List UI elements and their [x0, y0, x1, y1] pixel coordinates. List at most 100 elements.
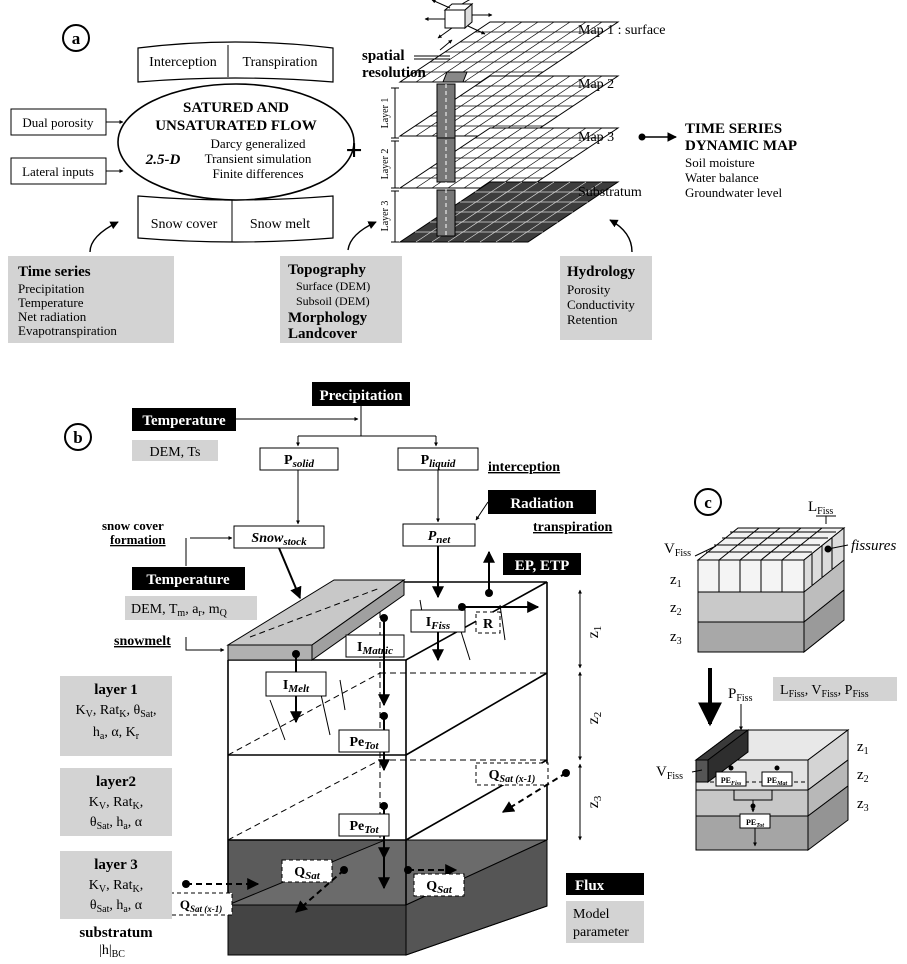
snowstock-to-slab — [278, 547, 302, 600]
legend-model-swatch — [566, 901, 644, 943]
i-fiss-label: IFiss — [426, 615, 450, 632]
panel-b-label-circle — [64, 423, 92, 451]
lateral-inputs-box — [10, 157, 107, 185]
radiation-arrow — [475, 501, 489, 521]
pnet-label: Pnet — [428, 529, 452, 546]
map2-label: Map 2 — [578, 77, 614, 92]
panel-c: c LFiss — [656, 488, 897, 851]
spatial-pointer-arrow — [439, 39, 453, 51]
i-matric-box — [345, 634, 405, 658]
v-fiss-lower-pointer — [691, 769, 703, 773]
core-line-3: Finite differences — [212, 166, 303, 181]
layer-3-line-2: θSat, ha, α — [90, 898, 143, 915]
dem-ts-param — [132, 440, 218, 461]
legend-model-line-2: parameter — [573, 925, 629, 940]
panel-a: a Interception Transpiration Snow cover … — [8, 0, 797, 343]
i-matric-label: IMatric — [357, 640, 393, 657]
q-sat-right-label: QSat — [426, 879, 453, 896]
core-line-2: Transient simulation — [205, 151, 312, 166]
map3-label: Map 3 — [578, 130, 614, 145]
topography-arrow — [347, 221, 377, 251]
hydro-item-3: Retention — [567, 312, 618, 327]
layer-2-title: layer2 — [96, 774, 136, 790]
temperature-flux — [132, 408, 236, 431]
precipitation-label: Precipitation — [319, 388, 403, 404]
p-liquid-label: Pliquid — [421, 453, 456, 470]
pe-tot-label: PETot — [746, 818, 764, 829]
ts-item-3: Net radiation — [18, 309, 87, 324]
i-melt-box — [265, 671, 327, 697]
q-sat-right-box — [413, 873, 465, 897]
layer-1-label: Layer 1 — [380, 98, 391, 129]
top-process-box — [137, 41, 334, 83]
panel-c-label: c — [704, 493, 712, 512]
radiation-label: Radiation — [510, 496, 574, 512]
snow-melt-label: Snow melt — [250, 217, 310, 232]
c-lower-z3-label: z3 — [857, 796, 869, 814]
hydrology-box — [560, 256, 652, 340]
lower-block — [694, 729, 850, 851]
ep-etp-label: EP, ETP — [515, 558, 569, 574]
snow-slab — [226, 579, 406, 661]
p-solid-box — [259, 447, 339, 471]
panel-b: b Precipitation Temperature DEM, Ts Psol… — [60, 382, 644, 960]
layer-3-params — [60, 851, 172, 919]
c-lower-z1-label: z1 — [857, 739, 869, 757]
spatial-label: spatial — [362, 48, 405, 64]
snowmelt-arrow — [185, 637, 225, 652]
flux-cube-icon — [424, 0, 493, 39]
legend-model-line-1: Model — [573, 907, 610, 922]
boundary-condition-label: |h|BC — [99, 943, 125, 959]
fiss-param-box — [773, 677, 897, 701]
time-series-box — [8, 256, 174, 343]
bottom-process-box — [137, 195, 334, 243]
dual-porosity-box — [10, 108, 107, 136]
z2-label: z2 — [585, 712, 604, 725]
pe-mat-dot — [774, 765, 780, 771]
temperature-2-label: Temperature — [146, 572, 230, 588]
topo-item-2: Subsoil (DEM) — [296, 294, 370, 308]
ep-etp-dot — [485, 589, 493, 597]
ts-item-1: Precipitation — [18, 281, 85, 296]
output-item-3: Groundwater level — [685, 185, 782, 200]
v-fiss-pointer — [694, 545, 717, 557]
layer-1-params — [60, 676, 172, 756]
ts-item-2: Temperature — [18, 295, 84, 310]
dem-ts-label: DEM, Ts — [150, 445, 201, 460]
transpiration-process: transpiration — [533, 520, 613, 535]
topo-item-1: Surface (DEM) — [296, 279, 370, 293]
legend-flux-swatch — [566, 873, 644, 895]
core-line-1: Darcy generalized — [211, 136, 306, 151]
plus-sign: + — [345, 134, 362, 167]
pe-fiss-label: PEFiss — [721, 776, 742, 787]
c-z3-label: z3 — [670, 629, 682, 647]
time-series-title: Time series — [18, 264, 91, 280]
q-sat-box — [281, 859, 333, 883]
pe-fiss-box — [715, 771, 747, 787]
pe-tot-2-box — [338, 813, 390, 837]
panel-a-label: a — [72, 29, 81, 48]
output-item-1: Soil moisture — [685, 155, 755, 170]
hydrology-title: Hydrology — [567, 264, 636, 280]
output-title-2: DYNAMIC MAP — [685, 138, 797, 154]
precipitation-flux — [312, 382, 410, 406]
topography-title: Topography — [288, 262, 366, 278]
z3-label: z3 — [585, 795, 604, 808]
panel-c-label-circle — [694, 488, 722, 516]
ts-item-4: Evapotranspiration — [18, 323, 117, 338]
runoff-box — [475, 611, 501, 634]
topography-box — [280, 256, 402, 343]
hydro-item-2: Conductivity — [567, 297, 635, 312]
q-sat-x1-left-label: QSat (x-1) — [180, 897, 222, 914]
transpiration-label: Transpiration — [243, 55, 318, 70]
formation-label: formation — [110, 532, 166, 547]
map1-label: Map 1 : surface — [578, 23, 665, 38]
snowmelt-label: snowmelt — [114, 634, 171, 649]
p-fiss-label: PFiss — [728, 686, 753, 704]
c-z1-label: z1 — [670, 572, 682, 590]
output-title-1: TIME SERIES — [685, 121, 782, 137]
q-sat-x1-right-arrow — [501, 772, 567, 813]
layer-1-line-1: KV, RatK, θSat, — [75, 703, 156, 720]
interception-label: Interception — [149, 55, 217, 70]
